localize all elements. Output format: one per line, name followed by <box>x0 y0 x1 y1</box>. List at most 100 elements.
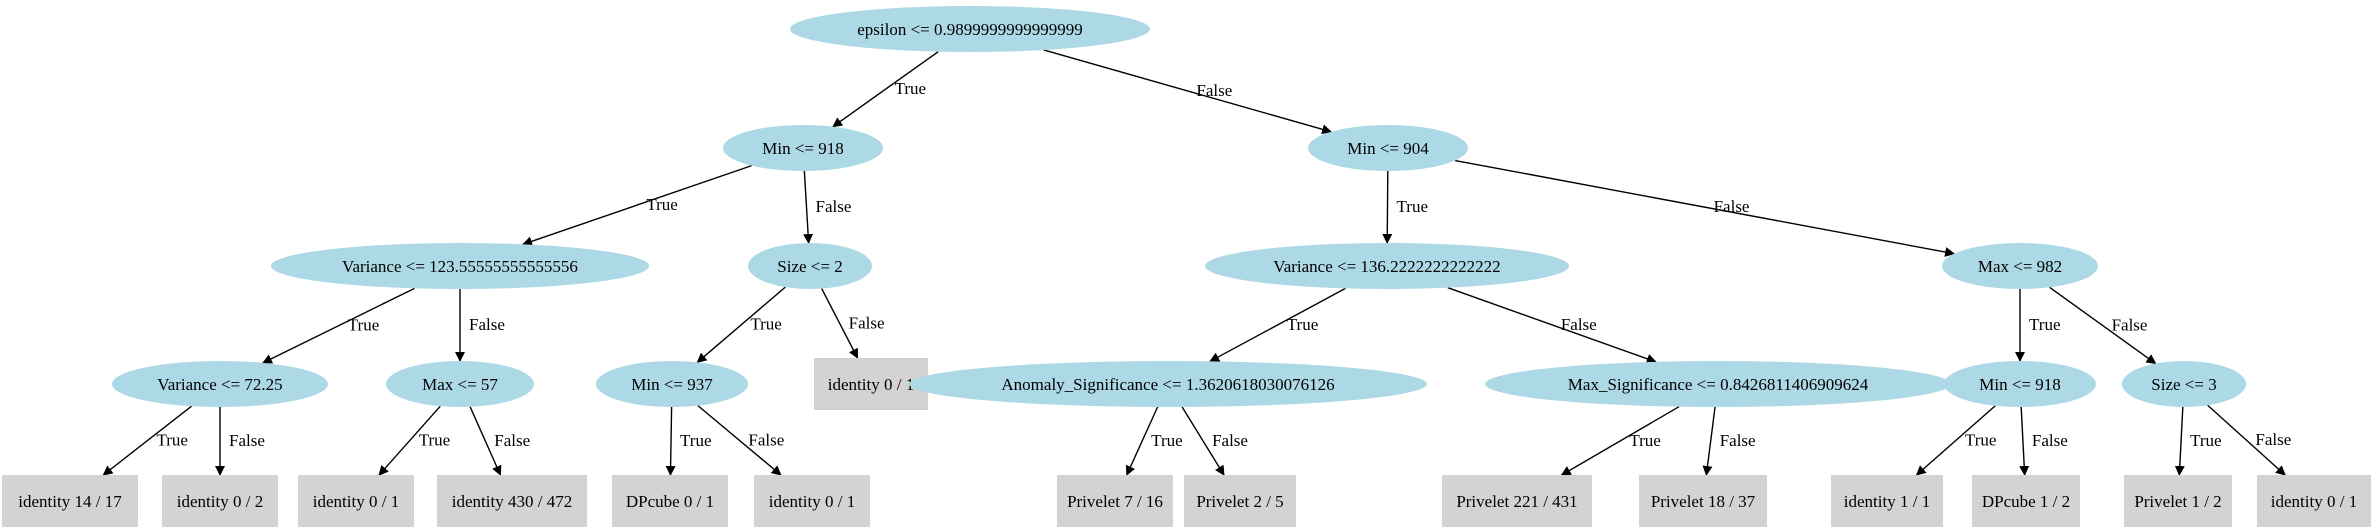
edge-n_lr-to-n_lrl: True <box>696 286 786 363</box>
node-label: identity 0 / 1 <box>828 375 914 394</box>
node-label: identity 0 / 2 <box>177 492 263 511</box>
split-ellipse <box>1942 243 2098 289</box>
split-ellipse <box>748 243 872 289</box>
leaf-box <box>1639 475 1767 527</box>
edge-n_llr-to-leaf4: False <box>469 406 530 476</box>
split-node-n_llr: Max <= 57 <box>386 361 534 407</box>
edge-label-false: False <box>849 313 885 332</box>
leaf-node-leaf3: identity 0 / 1 <box>298 475 414 527</box>
leaf-box <box>1184 475 1296 527</box>
edge-n_r-to-n_rr: False <box>1454 159 1956 257</box>
node-label: DPcube 1 / 2 <box>1982 492 2070 511</box>
leaf-node-leaf2: identity 0 / 2 <box>162 475 278 527</box>
split-node-n_r: Min <= 904 <box>1308 125 1468 171</box>
node-label: Max <= 57 <box>422 375 498 394</box>
edge-arrow <box>665 406 676 476</box>
leaf-node-leaf1: identity 14 / 17 <box>2 475 138 527</box>
leaf-node-leaf7: Privelet 7 / 16 <box>1057 475 1173 527</box>
split-node-n_rlr: Max_Significance <= 0.8426811406909624 <box>1485 361 1951 407</box>
split-ellipse <box>112 361 328 407</box>
edge-n_rlr-to-leaf9: True <box>1560 406 1680 476</box>
node-label: identity 14 / 17 <box>18 492 122 511</box>
node-label: Size <= 2 <box>777 257 842 276</box>
node-label: Privelet 18 / 37 <box>1651 492 1756 511</box>
node-label: Max <= 982 <box>1978 257 2062 276</box>
edge-arrow <box>1702 406 1716 476</box>
edge-label-true: True <box>1965 430 1997 449</box>
edge-n_r-to-n_rl: True <box>1382 170 1428 244</box>
edge-label-true: True <box>895 79 927 98</box>
split-node-n_lll: Variance <= 72.25 <box>112 361 328 407</box>
leaf-box <box>754 475 870 527</box>
edge-n_rrl-to-leaf12: False <box>2019 406 2068 476</box>
edge-n_ll-to-n_llr: False <box>455 289 505 362</box>
edge-arrow <box>821 288 859 359</box>
edge-n_lll-to-leaf2: False <box>215 407 265 476</box>
leaf-box <box>2124 475 2232 527</box>
split-node-n_rl: Variance <= 136.2222222222222 <box>1205 243 1569 289</box>
edge-arrow <box>1181 406 1225 476</box>
leaf-node-leaf14: identity 0 / 1 <box>2257 475 2371 527</box>
edge-arrow <box>262 287 415 364</box>
node-label: Privelet 2 / 5 <box>1196 492 1283 511</box>
edge-arrow <box>1447 287 1657 364</box>
node-label: Privelet 7 / 16 <box>1067 492 1163 511</box>
edge-label-false: False <box>1196 81 1232 100</box>
leaf-box <box>1972 475 2080 527</box>
leaf-node-leaf4: identity 430 / 472 <box>437 475 587 527</box>
leaf-box <box>1442 475 1592 527</box>
edge-n_rrr-to-leaf13: True <box>2174 406 2222 476</box>
edge-label-false: False <box>2112 315 2148 334</box>
leaf-node-leaf8: Privelet 2 / 5 <box>1184 475 1296 527</box>
node-label: identity 0 / 1 <box>2271 492 2357 511</box>
leaf-box <box>1057 475 1173 527</box>
edge-label-true: True <box>1287 315 1319 334</box>
split-ellipse <box>1308 125 1468 171</box>
leaf-node-leaf9: Privelet 221 / 431 <box>1442 475 1592 527</box>
edge-label-true: True <box>680 431 712 450</box>
node-label: Min <= 904 <box>1347 139 1429 158</box>
edge-label-false: False <box>494 431 530 450</box>
leaf-node-leaf13: Privelet 1 / 2 <box>2124 475 2232 527</box>
node-label: Min <= 918 <box>1979 375 2061 394</box>
split-node-n_lrl: Min <= 937 <box>596 361 748 407</box>
edge-arrow <box>803 170 814 245</box>
split-ellipse <box>2122 361 2246 407</box>
edge-label-true: True <box>2190 431 2222 450</box>
node-label: Variance <= 72.25 <box>157 375 282 394</box>
edge-arrow <box>102 405 192 476</box>
edge-arrow <box>2207 404 2286 476</box>
split-node-n_rrr: Size <= 3 <box>2122 361 2246 407</box>
split-node-n_rr: Max <= 982 <box>1942 243 2098 289</box>
split-node-n_ll: Variance <= 123.55555555555556 <box>271 243 649 289</box>
node-label: Max_Significance <= 0.8426811406909624 <box>1568 375 1869 394</box>
leaf-box <box>612 475 728 527</box>
edge-n_rr-to-n_rrr: False <box>2049 286 2157 365</box>
edge-arrow <box>469 406 502 476</box>
split-ellipse <box>271 243 649 289</box>
node-label: identity 0 / 1 <box>313 492 399 511</box>
leaf-box <box>2257 475 2371 527</box>
leaf-box <box>162 475 278 527</box>
node-label: Variance <= 123.55555555555556 <box>342 257 578 276</box>
leaf-box <box>437 475 587 527</box>
leaf-node-leaf5: DPcube 0 / 1 <box>612 475 728 527</box>
leaf-box <box>2 475 138 527</box>
edge-n_l-to-n_ll: True <box>522 164 752 247</box>
edge-arrow <box>1915 405 1996 476</box>
edge-arrow <box>696 286 786 363</box>
edge-n_rrr-to-leaf14: False <box>2207 404 2291 476</box>
edge-arrow <box>1454 159 1956 257</box>
leaf-node-leaf12: DPcube 1 / 2 <box>1972 475 2080 527</box>
edge-label-true: True <box>419 431 451 450</box>
edge-label-false: False <box>1561 315 1597 334</box>
leaf-box <box>1831 475 1943 527</box>
split-ellipse <box>909 361 1427 407</box>
edge-n_rll-to-leaf8: False <box>1181 406 1248 476</box>
split-ellipse <box>1944 361 2096 407</box>
leaf-node-leaf6: identity 0 / 1 <box>754 475 870 527</box>
node-label: DPcube 0 / 1 <box>626 492 714 511</box>
edge-arrow <box>1209 287 1346 362</box>
